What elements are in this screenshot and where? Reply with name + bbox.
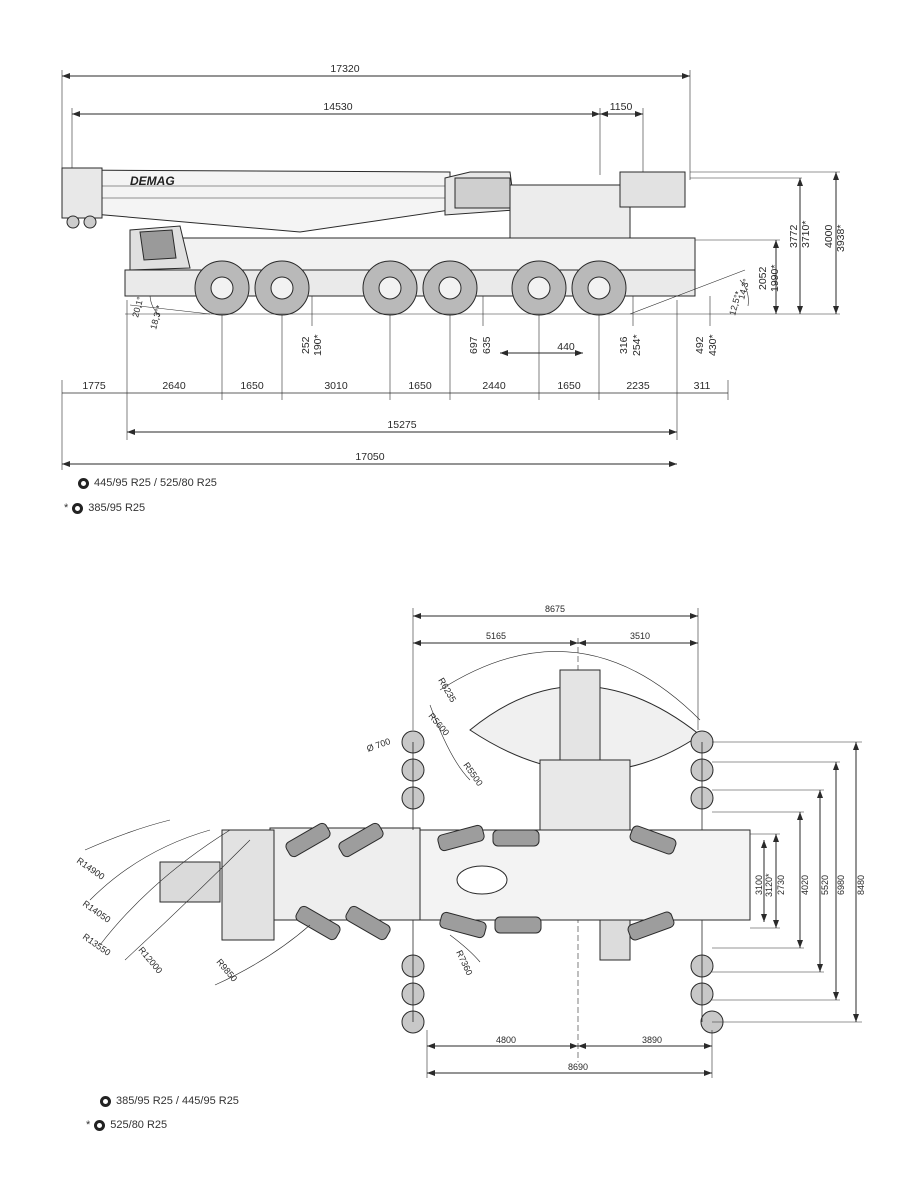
axle-spacing-6: 1650 bbox=[557, 380, 581, 392]
axle-spacing-2: 1650 bbox=[240, 380, 264, 392]
legend-marker: * bbox=[86, 1119, 91, 1131]
dim-overall-length-bottom: 17050 bbox=[355, 451, 384, 463]
dim-overall-length: 17320 bbox=[330, 63, 359, 75]
axle-spacing-8: 311 bbox=[694, 380, 711, 392]
axle-spacing-7: 2235 bbox=[626, 380, 650, 392]
outrigger-width-3100: 3100 bbox=[754, 875, 764, 895]
side-view-wheels bbox=[194, 260, 627, 316]
axle-spacing-3: 3010 bbox=[324, 380, 348, 392]
dim-width-right: 3510 bbox=[630, 631, 650, 641]
outrigger-width-8480: 8480 bbox=[856, 875, 866, 895]
side-legend-row-1: 445/95 R25 / 525/80 R25 bbox=[74, 477, 217, 489]
outrigger-width-5520: 5520 bbox=[820, 875, 830, 895]
clear-252: 252 bbox=[300, 336, 312, 354]
dim-height-3772: 3772 bbox=[788, 224, 800, 248]
tire-icon bbox=[72, 502, 84, 514]
clear-254: 254* bbox=[631, 334, 643, 356]
legend-text: 385/95 R25 bbox=[88, 502, 146, 514]
axle-spacing-5: 2440 bbox=[482, 380, 506, 392]
legend-marker: * bbox=[64, 502, 69, 514]
radius-5600: R5600 bbox=[426, 711, 451, 738]
side-view bbox=[61, 70, 840, 470]
outrigger-width-4020: 4020 bbox=[800, 875, 810, 895]
legend-text: 445/95 R25 / 525/80 R25 bbox=[94, 477, 217, 489]
outrigger-width-3120: 3120* bbox=[764, 873, 774, 897]
top-legend-row-1: 385/95 R25 / 445/95 R25 bbox=[96, 1095, 239, 1107]
clear-190: 190* bbox=[312, 334, 324, 356]
angle-front-a: 20,1° bbox=[130, 295, 145, 318]
dim-height-4000: 4000 bbox=[823, 224, 835, 248]
clear-440: 440 bbox=[557, 341, 575, 353]
dim-height-1990: 1990* bbox=[769, 265, 781, 292]
dim-height-3938: 3938* bbox=[835, 225, 847, 252]
diameter-700: Ø 700 bbox=[365, 736, 391, 754]
angle-rear-b: 12,5°* bbox=[727, 290, 743, 317]
axle-spacing-0: 1775 bbox=[82, 380, 106, 392]
dim-bottom-right: 3890 bbox=[642, 1035, 662, 1045]
radius-6235: R6235 bbox=[436, 676, 458, 704]
top-legend-row-2: * 525/80 R25 bbox=[86, 1119, 167, 1131]
axle-spacing-1: 2640 bbox=[162, 380, 186, 392]
angle-front-b: 18,3°* bbox=[148, 304, 164, 331]
tire-icon bbox=[78, 477, 89, 489]
clear-430: 430* bbox=[707, 334, 719, 356]
clear-492: 492 bbox=[694, 336, 706, 354]
axle-spacing-4: 1650 bbox=[408, 380, 432, 392]
dim-width-left: 5165 bbox=[486, 631, 506, 641]
clear-316: 316 bbox=[618, 336, 630, 354]
demag-logo: DEMAG bbox=[130, 174, 175, 188]
clear-697: 697 bbox=[468, 336, 480, 354]
dim-height-2052: 2052 bbox=[757, 266, 769, 290]
clear-635: 635 bbox=[481, 336, 493, 354]
dim-bottom-left: 4800 bbox=[496, 1035, 516, 1045]
tire-icon bbox=[100, 1095, 111, 1107]
top-view bbox=[84, 608, 862, 1078]
radius-14900: R14900 bbox=[75, 855, 107, 881]
outrigger-width-6980: 6980 bbox=[836, 875, 846, 895]
side-legend-row-2: * 385/95 R25 bbox=[64, 502, 145, 514]
dim-height-3710: 3710* bbox=[800, 221, 812, 248]
dim-wheelbase-total: 15275 bbox=[387, 419, 416, 431]
dim-bottom-total: 8690 bbox=[568, 1062, 588, 1072]
dim-rear-overhang: 1150 bbox=[610, 101, 633, 113]
legend-text: 525/80 R25 bbox=[110, 1119, 168, 1131]
outrigger-width-2730: 2730 bbox=[776, 875, 786, 895]
dim-width-total: 8675 bbox=[545, 604, 565, 614]
radius-14050: R14050 bbox=[81, 898, 113, 924]
dim-boom-length: 14530 bbox=[323, 101, 352, 113]
top-view-tires bbox=[285, 822, 677, 941]
legend-text: 385/95 R25 / 445/95 R25 bbox=[116, 1095, 239, 1107]
radius-12000: R12000 bbox=[136, 945, 164, 976]
tire-icon bbox=[94, 1119, 106, 1131]
